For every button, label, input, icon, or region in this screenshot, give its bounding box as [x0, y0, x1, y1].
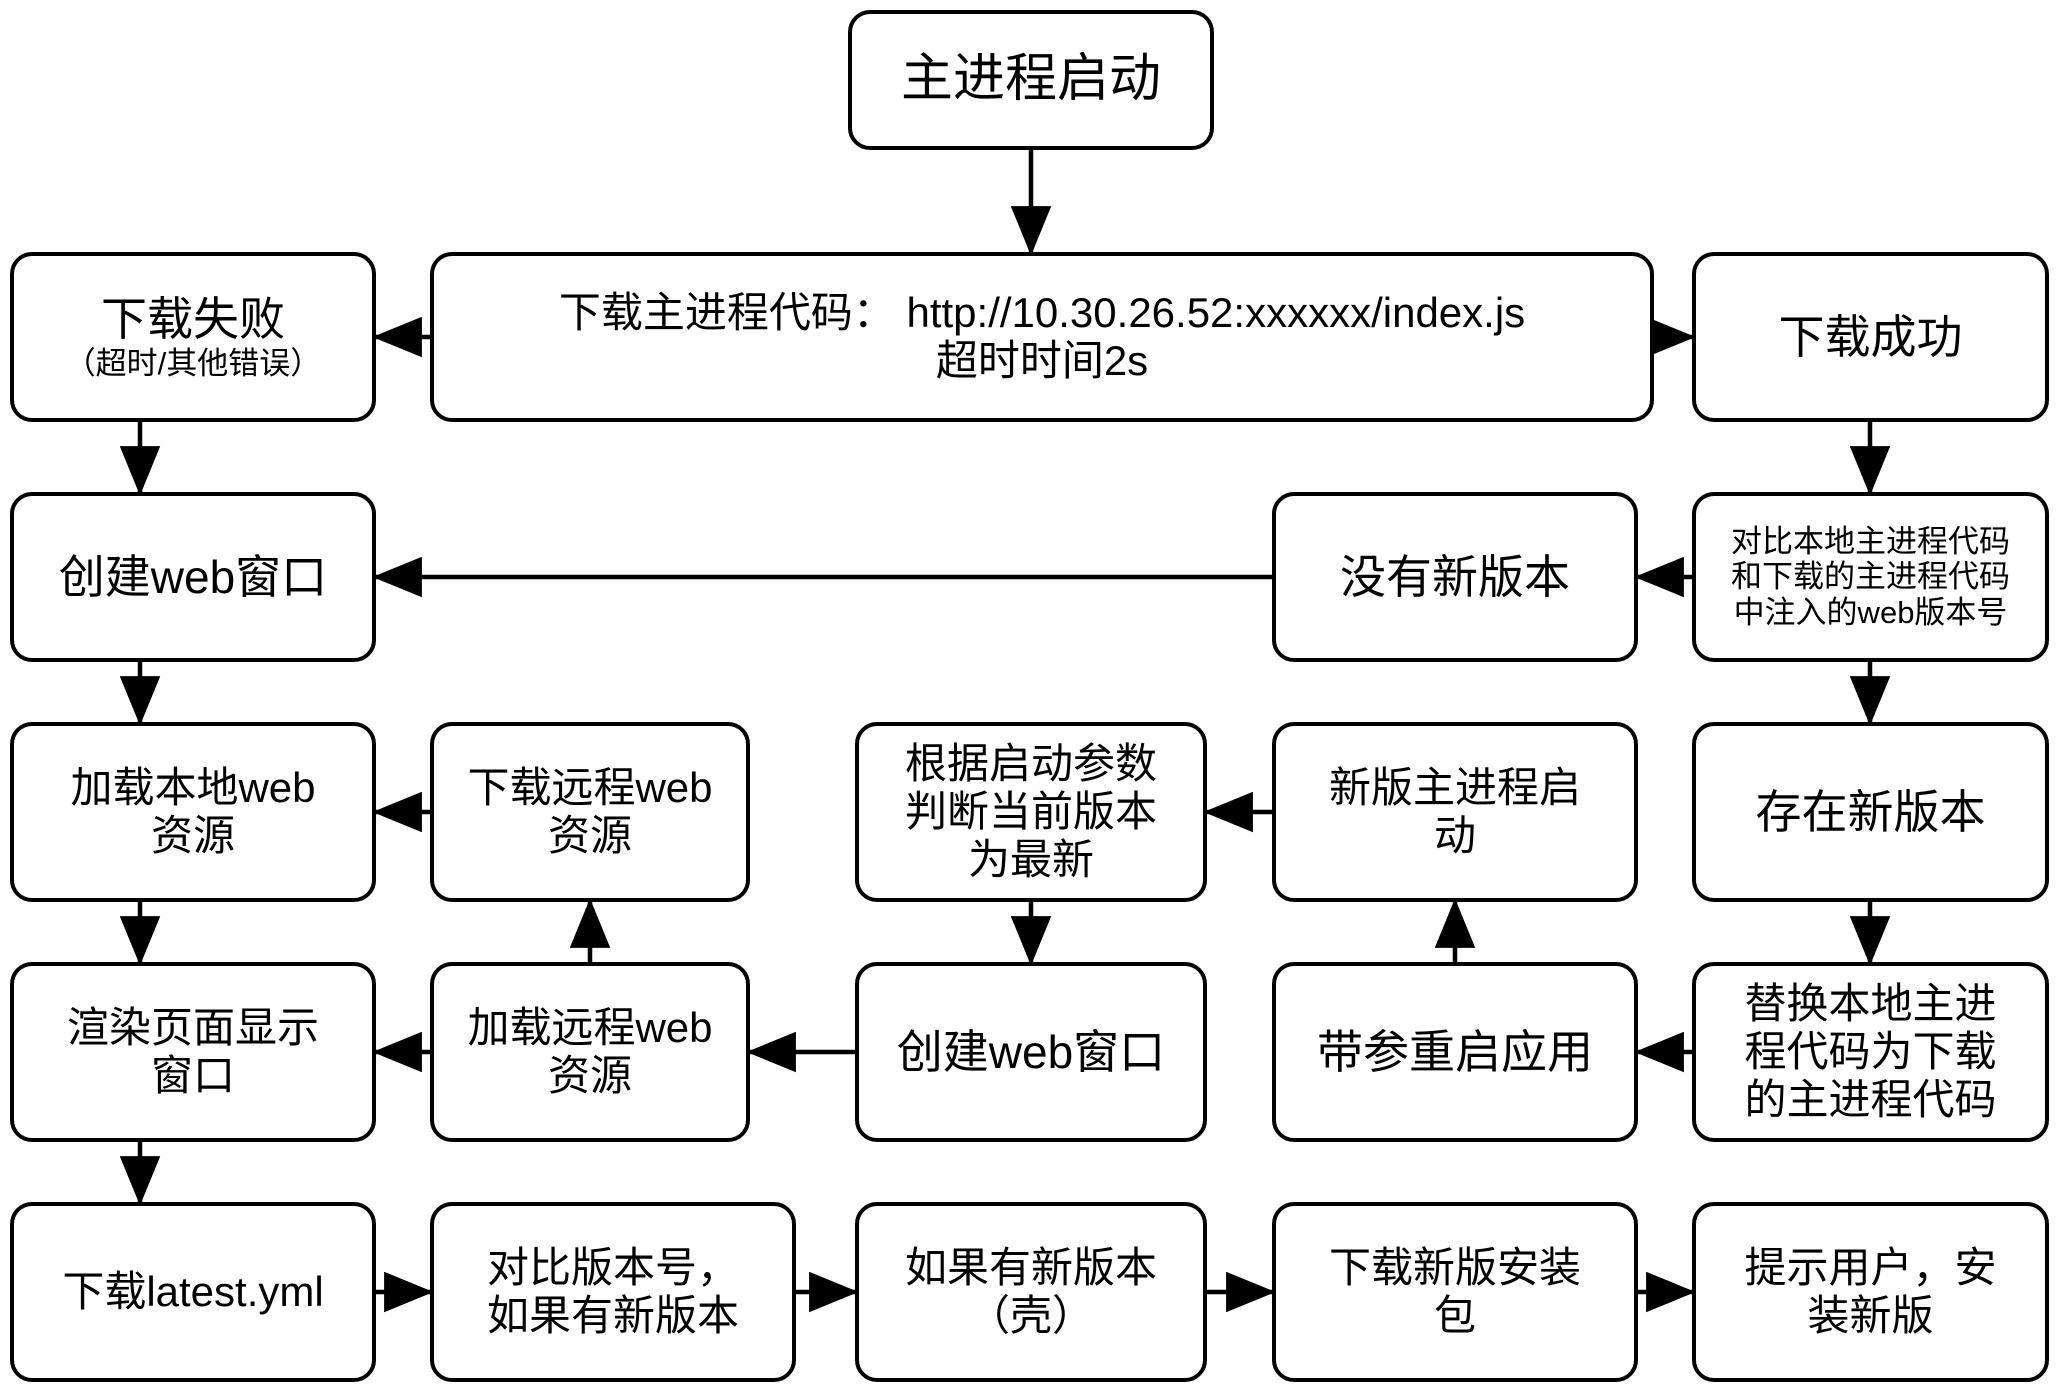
node-create-web-window-secondary[interactable]: 创建web窗口	[855, 962, 1207, 1142]
node-download-new-install-package[interactable]: 下载新版安装包	[1272, 1202, 1638, 1382]
node-label-line: 提示用户，安	[1744, 1244, 1997, 1292]
node-new-main-process-start[interactable]: 新版主进程启动	[1272, 722, 1638, 902]
node-download-main-process-code[interactable]: 下载主进程代码： http://10.30.26.52:xxxxxx/index…	[430, 252, 1654, 422]
node-label-line: 加载本地web	[70, 764, 316, 812]
node-label-line: 动	[1433, 812, 1476, 859]
node-sublabel-line: （超时/其他错误）	[64, 345, 322, 381]
node-has-new-version[interactable]: 存在新版本	[1692, 722, 2049, 902]
node-label-line: 装新版	[1807, 1292, 1934, 1339]
node-label-line: 如果有新版本	[904, 1244, 1157, 1292]
node-label-line: 资源	[547, 1052, 632, 1099]
node-label-line: 超时时间2s	[935, 337, 1149, 384]
node-label-line: 为最新	[967, 835, 1094, 883]
node-replace-local-main-process-code[interactable]: 替换本地主进程代码为下载的主进程代码	[1692, 962, 2049, 1142]
node-label-line: 和下载的主进程代码	[1731, 559, 2010, 595]
node-label-line: 下载latest.yml	[62, 1268, 324, 1316]
node-if-new-version-shell[interactable]: 如果有新版本（壳）	[855, 1202, 1207, 1382]
node-label-line: 的主进程代码	[1744, 1075, 1997, 1123]
node-label-line: 下载失败	[101, 293, 285, 346]
node-main-process-start[interactable]: 主进程启动	[848, 10, 1214, 150]
node-create-web-window-primary[interactable]: 创建web窗口	[10, 492, 376, 662]
node-download-failed[interactable]: 下载失败（超时/其他错误）	[10, 252, 376, 422]
node-compare-version-number[interactable]: 对比版本号，如果有新版本	[430, 1202, 796, 1382]
node-download-latest-yml[interactable]: 下载latest.yml	[10, 1202, 376, 1382]
node-judge-current-version-latest[interactable]: 根据启动参数判断当前版本为最新	[855, 722, 1207, 902]
node-label-line: 加载远程web	[467, 1004, 713, 1052]
node-label-line: 下载主进程代码： http://10.30.26.52:xxxxxx/index…	[558, 289, 1526, 337]
node-label-line: 下载远程web	[467, 764, 713, 812]
node-label-line: 程代码为下载	[1744, 1028, 1997, 1076]
node-label-line: 新版主进程启	[1328, 764, 1581, 812]
node-compare-web-version[interactable]: 对比本地主进程代码和下载的主进程代码中注入的web版本号	[1692, 492, 2049, 662]
node-label-line: 资源	[547, 812, 632, 859]
node-label-line: 创建web窗口	[896, 1025, 1166, 1078]
node-label-line: 判断当前版本	[904, 788, 1157, 836]
node-label-line: 中注入的web版本号	[1733, 594, 2008, 630]
node-label-line: 根据启动参数	[904, 740, 1157, 788]
node-label-line: 替换本地主进	[1744, 980, 1997, 1028]
node-label-line: 资源	[150, 812, 235, 859]
node-label-line: 包	[1433, 1292, 1476, 1339]
node-label-line: （壳）	[967, 1292, 1094, 1339]
node-label-line: 下载新版安装	[1328, 1244, 1581, 1292]
node-no-new-version[interactable]: 没有新版本	[1272, 492, 1638, 662]
node-label-line: 渲染页面显示	[66, 1004, 319, 1052]
node-label-line: 窗口	[150, 1052, 235, 1099]
node-label-line: 如果有新版本	[486, 1292, 739, 1339]
node-label-line: 没有新版本	[1340, 550, 1570, 603]
node-label-line: 主进程启动	[900, 50, 1161, 109]
node-render-page-show-window[interactable]: 渲染页面显示窗口	[10, 962, 376, 1142]
node-label-line: 对比本地主进程代码	[1731, 524, 2010, 559]
node-label-line: 带参重启应用	[1317, 1025, 1593, 1078]
node-label-line: 存在新版本	[1755, 785, 1986, 838]
node-label-line: 对比版本号，	[486, 1244, 739, 1292]
node-restart-app-with-args[interactable]: 带参重启应用	[1272, 962, 1638, 1142]
node-label-line: 下载成功	[1778, 310, 1963, 363]
node-prompt-user-install-new-version[interactable]: 提示用户，安装新版	[1692, 1202, 2049, 1382]
node-download-success[interactable]: 下载成功	[1692, 252, 2049, 422]
node-label-line: 创建web窗口	[58, 550, 328, 603]
